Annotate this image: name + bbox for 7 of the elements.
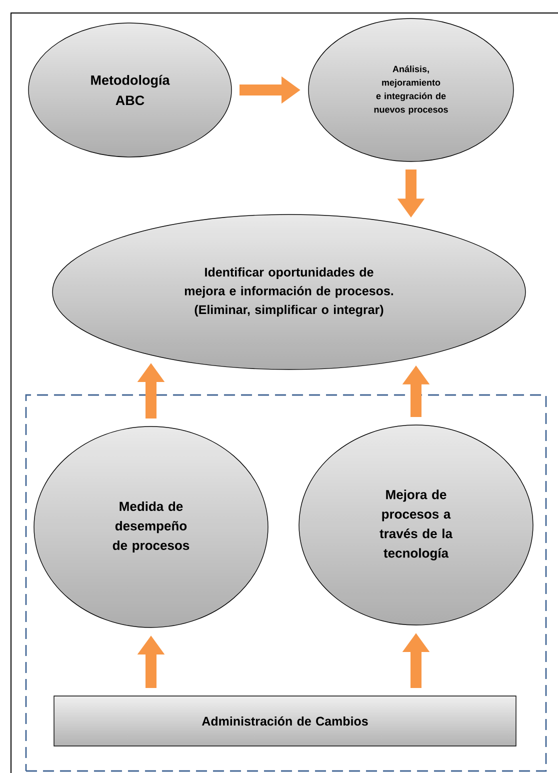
ellipse-node: Análisis, mejoramiento e integración de nuevos procesos [308, 18, 514, 162]
process-bar: Administración de Cambios [54, 696, 516, 746]
ellipse-node: Medida de desempeño de procesos [34, 426, 268, 628]
ellipse-node: Identificar oportunidades de mejora e información de procesos. (Eliminar, simplificar o integrar) [52, 214, 526, 370]
ellipse-node: Mejora de procesos a través de la tecnología [298, 424, 534, 626]
ellipse-node: Metodología ABC [28, 22, 232, 158]
dashed-group-box [25, 394, 547, 772]
